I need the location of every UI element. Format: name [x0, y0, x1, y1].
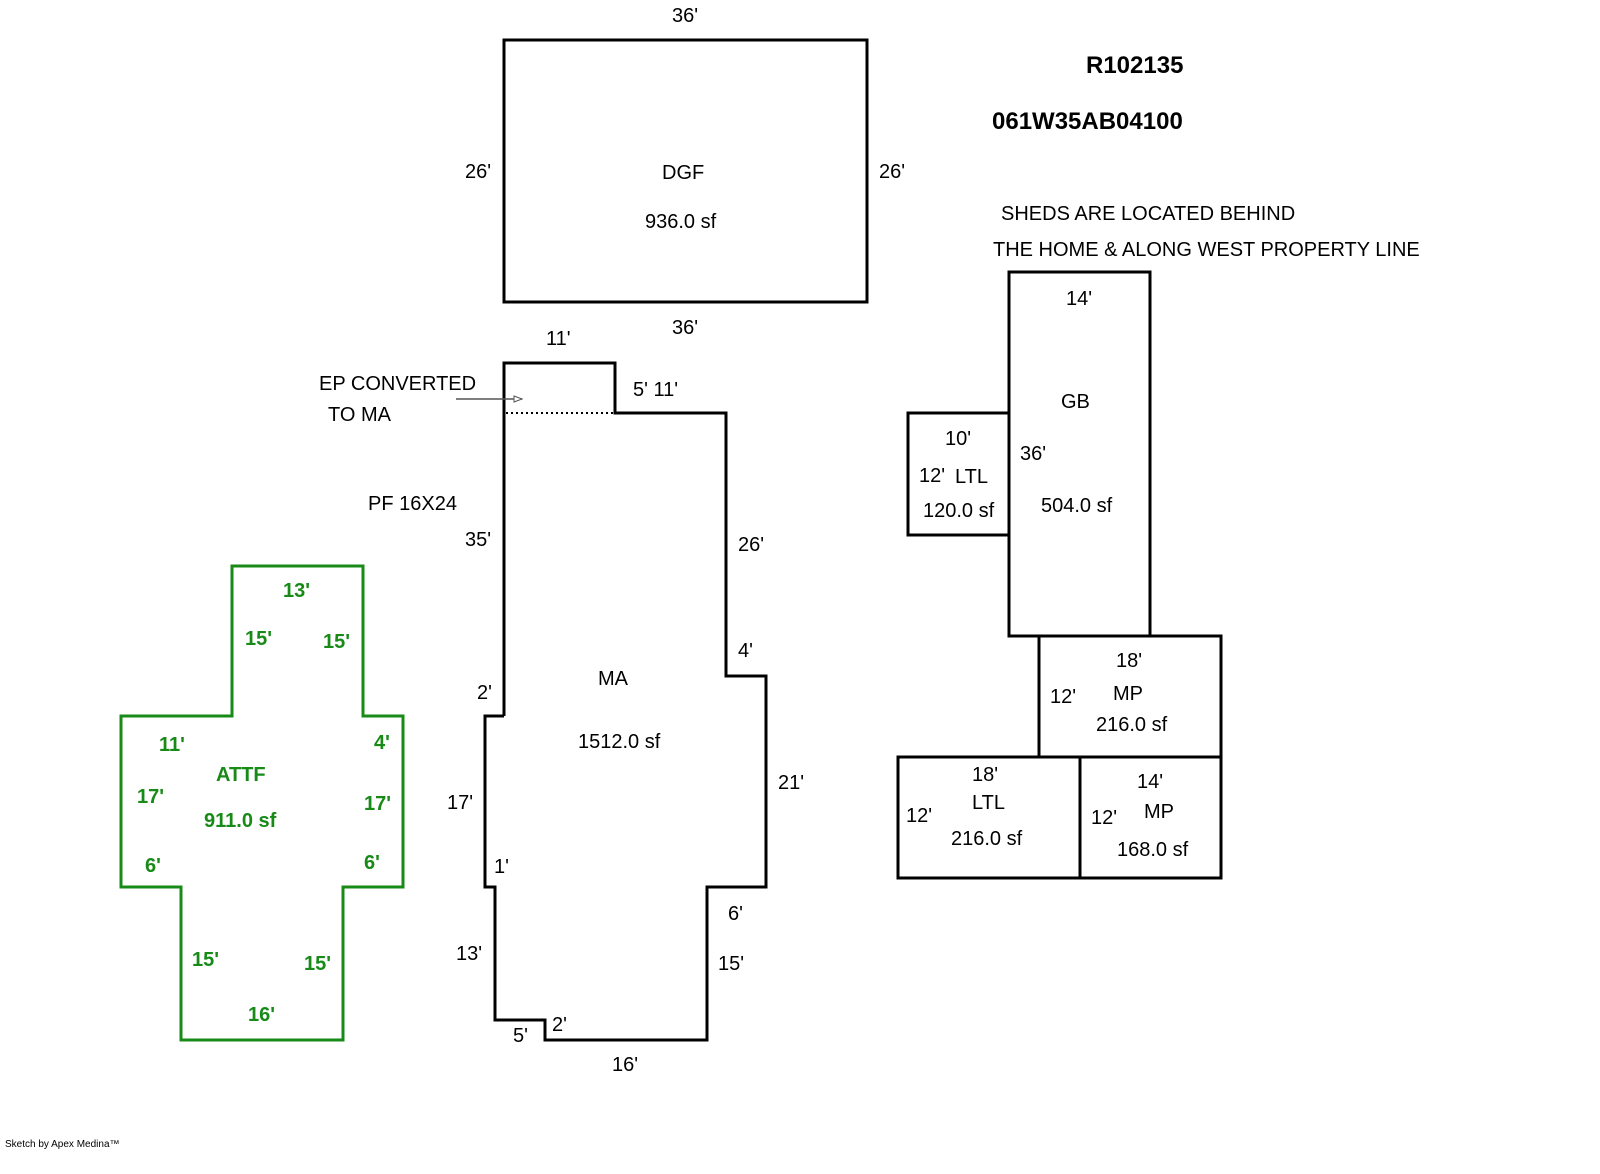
- ma-dim-left-step: 2': [477, 682, 492, 704]
- attf-dim-upper-right: 15': [323, 631, 351, 653]
- attf-dim-low-right-w: 6': [364, 852, 380, 874]
- attf-dim-low-left-w: 6': [145, 855, 161, 877]
- mp-lower-dim-h: 12': [1091, 807, 1118, 829]
- attf-dim-top: 13': [283, 580, 311, 602]
- ltl-small-outline: [906, 411, 1011, 537]
- dgf-dim-bottom: 36': [672, 317, 699, 339]
- ltl-lower-dim-h: 12': [906, 805, 933, 827]
- gb-area: 504.0 sf: [1041, 495, 1113, 517]
- dgf-dim-top: 36': [672, 5, 699, 27]
- ma-dim-right-mid: 21': [778, 772, 805, 794]
- ltl-lower-code: LTL: [972, 792, 1005, 814]
- shed-note-line1: SHEDS ARE LOCATED BEHIND: [1001, 203, 1296, 225]
- mp-upper-dim-h: 12': [1050, 686, 1077, 708]
- ma-outline: [483, 361, 768, 1042]
- ltl-lower-dim-w: 18': [972, 764, 999, 786]
- ma-dim-left-upper: 35': [465, 529, 492, 551]
- ep-note-line1: EP CONVERTED: [319, 373, 477, 395]
- ltl-small-code: LTL: [955, 466, 988, 488]
- attf-dim-upper-left: 15': [245, 628, 273, 650]
- ma-dim-right-step: 4': [738, 640, 753, 662]
- gb-dim-side: 36': [1020, 443, 1047, 465]
- attf-code: ATTF: [216, 764, 266, 786]
- dgf-area: 936.0 sf: [645, 211, 717, 233]
- ma-dim-right-upper: 26': [738, 534, 765, 556]
- sketch-credit: Sketch by Apex Medina™: [5, 1139, 120, 1150]
- mp-upper-area: 216.0 sf: [1096, 714, 1168, 736]
- pf-note: PF 16X24: [368, 493, 457, 515]
- attf-dim-mid-left-w: 11': [159, 734, 185, 756]
- ltl-lower-area: 216.0 sf: [951, 828, 1023, 850]
- ma-dim-right-step2: 6': [728, 903, 743, 925]
- attf-dim-lower-right: 15': [304, 953, 332, 975]
- ep-note-line2: TO MA: [328, 404, 391, 426]
- ltl-small-dim-w: 10': [945, 428, 972, 450]
- ma-dim-bottom: 16': [612, 1054, 639, 1076]
- mp-lower-area: 168.0 sf: [1117, 839, 1189, 861]
- map-tax-lot: 061W35AB04100: [992, 108, 1183, 135]
- attf-area: 911.0 sf: [204, 810, 277, 832]
- attf-dim-mid-left-h: 17': [137, 786, 165, 808]
- ma-dim-left-step2: 1': [494, 856, 509, 878]
- mp-lower-dim-w: 14': [1137, 771, 1164, 793]
- ma-dim-left-mid: 17': [447, 792, 474, 814]
- dgf-dim-left: 26': [465, 161, 492, 183]
- parcel-id: R102135: [1086, 52, 1184, 79]
- attf-dim-lower-left: 15': [192, 949, 220, 971]
- ma-dim-right-lower: 15': [718, 953, 745, 975]
- ltl-small-dim-h: 12': [919, 465, 946, 487]
- dgf-dim-right: 26': [879, 161, 906, 183]
- ltl-small-area: 120.0 sf: [923, 500, 995, 522]
- ma-area: 1512.0 sf: [578, 731, 661, 753]
- gb-dim-top: 14': [1066, 288, 1093, 310]
- gb-code: GB: [1061, 391, 1090, 413]
- mp-lower-outline: [1078, 755, 1223, 880]
- attf-dim-mid-right-w: 4': [374, 732, 390, 754]
- dgf-code: DGF: [662, 162, 705, 184]
- ep-arrowhead-icon: [513, 395, 524, 403]
- mp-upper-code: MP: [1113, 683, 1143, 705]
- mp-upper-dim-w: 18': [1116, 650, 1143, 672]
- ma-dim-top: 11': [546, 328, 571, 350]
- dgf-outline: [502, 38, 869, 304]
- shed-note-line2: THE HOME & ALONG WEST PROPERTY LINE: [993, 239, 1420, 261]
- ma-dim-bottom-step-w: 5': [513, 1025, 528, 1047]
- ma-dim-step-right: 5' 11': [633, 379, 679, 401]
- attf-dim-mid-right-h: 17': [364, 793, 392, 815]
- ma-dim-left-lower: 13': [456, 943, 483, 965]
- attf-outline: [119, 564, 405, 1042]
- mp-lower-code: MP: [1144, 801, 1174, 823]
- attf-dim-bottom: 16': [248, 1004, 276, 1026]
- ma-dim-bottom-step-h: 2': [552, 1014, 567, 1036]
- ma-code: MA: [598, 668, 628, 690]
